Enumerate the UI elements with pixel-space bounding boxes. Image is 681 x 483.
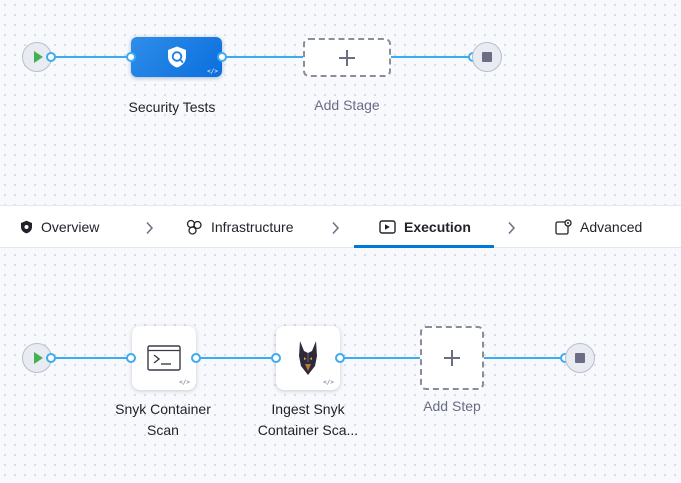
step2-label-line1: Ingest Snyk	[271, 401, 345, 417]
stop-icon	[482, 52, 492, 62]
stop-icon	[575, 353, 585, 363]
step-node-ingest-snyk[interactable]: </>	[276, 326, 340, 390]
step1-output-port	[191, 353, 201, 363]
stage-output-port	[217, 52, 227, 62]
stage-link-add	[222, 56, 303, 58]
pipeline-end-node	[472, 42, 502, 72]
tab-advanced-label: Advanced	[580, 219, 643, 235]
infrastructure-icon	[186, 219, 202, 235]
step-link-start	[54, 357, 131, 359]
steps-start-output-port	[46, 353, 56, 363]
step2-output-port	[335, 353, 345, 363]
chevron-right-icon	[146, 221, 154, 235]
plus-icon	[339, 49, 355, 66]
add-step-label: Add Step	[423, 398, 481, 414]
shield-icon	[21, 220, 32, 234]
tab-advanced[interactable]: Advanced	[555, 206, 642, 248]
advanced-settings-icon	[555, 219, 572, 235]
stage-link-end	[391, 56, 470, 58]
plus-icon	[444, 350, 460, 366]
tab-execution[interactable]: Execution	[379, 206, 471, 248]
tab-overview-label: Overview	[41, 219, 100, 235]
yaml-code-icon: </>	[179, 379, 190, 386]
steps-end-node	[565, 343, 595, 373]
stage-pipeline-canvas[interactable]: </> Security Tests Add Stage	[0, 0, 681, 205]
execution-steps-canvas[interactable]: </> Snyk Container Scan </> Ingest Snyk …	[0, 248, 681, 483]
step1-label-line1: Snyk Container	[115, 401, 211, 417]
add-step-button[interactable]	[420, 326, 484, 390]
security-shield-icon	[167, 46, 186, 68]
tab-infrastructure-label: Infrastructure	[211, 219, 294, 235]
step1-label: Snyk Container Scan	[92, 399, 234, 441]
add-stage-button[interactable]	[303, 38, 391, 77]
play-icon	[34, 352, 43, 364]
execution-icon	[379, 220, 396, 234]
chevron-right-icon	[508, 221, 516, 235]
tab-infrastructure[interactable]: Infrastructure	[186, 206, 293, 248]
doberman-icon	[299, 341, 317, 375]
chevron-right-icon	[332, 221, 340, 235]
step2-input-port	[271, 353, 281, 363]
step-link-add	[340, 357, 421, 359]
steps-start-node	[22, 343, 52, 373]
step-link-1-2	[196, 357, 276, 359]
yaml-code-icon: </>	[323, 379, 334, 386]
tab-overview[interactable]: Overview	[20, 206, 99, 248]
yaml-code-icon: </>	[207, 68, 218, 75]
add-stage-label: Add Stage	[314, 97, 380, 113]
active-tab-indicator	[354, 245, 494, 248]
terminal-icon	[147, 345, 181, 371]
step-node-snyk-container-scan[interactable]: </>	[132, 326, 196, 390]
step1-label-line2: Scan	[147, 422, 179, 438]
stage-name-label: Security Tests	[128, 99, 216, 115]
play-icon	[34, 51, 43, 63]
stage-input-port	[126, 52, 136, 62]
start-output-port	[46, 52, 56, 62]
step2-label-line2: Container Sca...	[257, 422, 359, 438]
stage-node-security-tests[interactable]: </>	[131, 37, 222, 77]
tab-execution-label: Execution	[404, 219, 471, 235]
step1-input-port	[126, 353, 136, 363]
step-link-end	[484, 357, 562, 359]
stage-tab-bar: Overview Infrastructure Execution	[0, 205, 681, 248]
stage-link-start	[54, 56, 131, 58]
step2-label: Ingest Snyk Container Sca...	[238, 399, 378, 441]
